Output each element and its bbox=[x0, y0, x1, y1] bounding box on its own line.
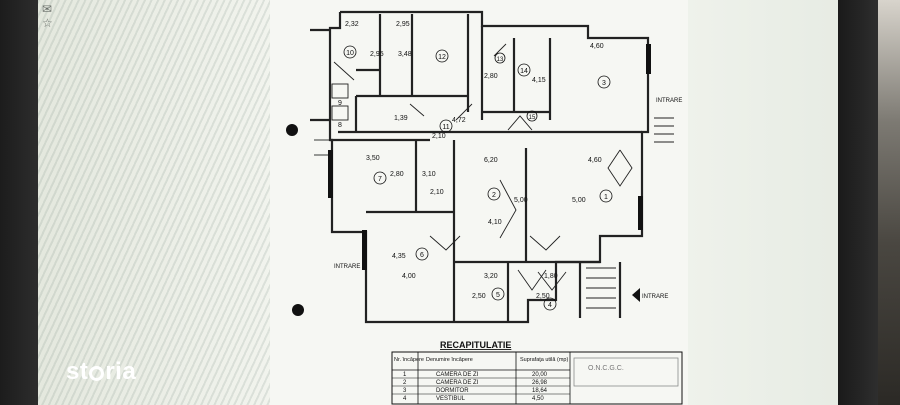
room-number: 8 bbox=[338, 122, 342, 129]
room-number: 2 bbox=[487, 187, 501, 201]
svg-text:14: 14 bbox=[520, 68, 528, 75]
svg-text:15: 15 bbox=[529, 115, 536, 121]
table-cell: VESTIBUL bbox=[436, 396, 466, 402]
room-number: 15 bbox=[526, 110, 538, 122]
room-number: 13 bbox=[494, 52, 506, 64]
table-cell: 26,98 bbox=[532, 380, 548, 386]
dim-label: 5,00 bbox=[572, 197, 586, 204]
svg-text:9: 9 bbox=[338, 100, 342, 107]
dim-label: 3,20 bbox=[484, 273, 498, 280]
dim-label: 6,20 bbox=[484, 157, 498, 164]
room-number: 12 bbox=[435, 49, 449, 63]
dim-label: 2,10 bbox=[432, 133, 446, 140]
window-left bbox=[328, 150, 333, 198]
dim-label: 2,80 bbox=[484, 73, 498, 80]
hole-punch-icon bbox=[292, 304, 304, 316]
star-icon: ☆ bbox=[42, 16, 53, 30]
plan-dimensions: 2,32 2,95 2,95 3,48 4,15 4,60 3,50 2,80 … bbox=[345, 21, 604, 300]
room-number: 6 bbox=[415, 247, 429, 261]
floor-plan-drawing: 2,32 2,95 2,95 3,48 4,15 4,60 3,50 2,80 … bbox=[286, 10, 683, 405]
table-cell: DORMITOR bbox=[436, 388, 469, 394]
dim-label: 2,10 bbox=[430, 189, 444, 196]
svg-text:2: 2 bbox=[492, 192, 496, 199]
room-numbers: 10 12 13 14 3 9 8 11 15 7 2 1 6 5 4 bbox=[338, 45, 613, 311]
screen-moire bbox=[38, 0, 298, 405]
table-cell: CAMERA DE ZI bbox=[436, 372, 479, 378]
svg-text:5: 5 bbox=[496, 292, 500, 299]
arrow-icon bbox=[632, 288, 640, 302]
table-cell: CAMERA DE ZI bbox=[436, 380, 479, 386]
recap-title: RECAPITULATIE bbox=[440, 340, 511, 350]
room-number: 5 bbox=[491, 287, 505, 301]
svg-text:11: 11 bbox=[442, 124, 449, 131]
background-room bbox=[878, 0, 900, 405]
table-cell: 18,64 bbox=[532, 388, 548, 394]
recap-table: Nr. încăpere Denumire încăpere Suprafaţa… bbox=[391, 351, 683, 405]
entrance-label-left: INTRARE bbox=[334, 264, 360, 270]
dim-label: 4,15 bbox=[532, 77, 546, 84]
table-cell: 2 bbox=[403, 380, 407, 386]
entrance-label-right: INTRARE bbox=[642, 294, 668, 300]
hole-punch-icon bbox=[286, 124, 298, 136]
table-cell: 4,50 bbox=[532, 396, 544, 402]
plan-walls bbox=[310, 10, 650, 324]
dim-label: 4,60 bbox=[590, 43, 604, 50]
window-lower-left bbox=[362, 230, 367, 270]
table-cell: 4 bbox=[403, 396, 407, 402]
dim-label: 2,50 bbox=[472, 293, 486, 300]
dim-label: 1,80 bbox=[544, 273, 558, 280]
dim-label: 4,60 bbox=[588, 157, 602, 164]
room-number: 10 bbox=[343, 45, 357, 59]
room-number: 9 bbox=[338, 100, 342, 107]
monitor-screen: ✉ ☆ bbox=[38, 0, 838, 405]
room-number: 4 bbox=[543, 297, 557, 311]
stamp-text: O.N.C.G.C. bbox=[588, 365, 624, 372]
window-right bbox=[638, 196, 643, 230]
dim-label: 5,00 bbox=[514, 197, 528, 204]
window-top-right bbox=[646, 44, 651, 74]
svg-text:4: 4 bbox=[548, 302, 552, 309]
room-number: 1 bbox=[599, 189, 613, 203]
svg-text:7: 7 bbox=[378, 176, 382, 183]
svg-text:8: 8 bbox=[338, 122, 342, 129]
dim-label: 4,35 bbox=[392, 253, 406, 260]
room-number: 3 bbox=[597, 75, 611, 89]
dim-label: 2,32 bbox=[345, 21, 359, 28]
svg-text:10: 10 bbox=[346, 50, 354, 57]
floor-plan-page: 2,32 2,95 2,95 3,48 4,15 4,60 3,50 2,80 … bbox=[270, 0, 688, 405]
monitor-bezel-left bbox=[0, 0, 40, 405]
room-number: 11 bbox=[439, 119, 453, 133]
dim-label: 4,72 bbox=[452, 117, 466, 124]
dim-label: 3,50 bbox=[366, 155, 380, 162]
plan-details bbox=[314, 43, 674, 309]
svg-text:1: 1 bbox=[604, 194, 608, 201]
dim-label: 3,10 bbox=[422, 171, 436, 178]
table-cell: 1 bbox=[403, 372, 407, 378]
stamp bbox=[573, 357, 679, 387]
room-number: 14 bbox=[517, 63, 531, 77]
svg-text:6: 6 bbox=[420, 252, 424, 259]
dim-label: 2,95 bbox=[396, 21, 410, 28]
room-number: 7 bbox=[373, 171, 387, 185]
dim-label: 3,48 bbox=[398, 51, 412, 58]
mail-icon: ✉ bbox=[42, 2, 53, 16]
table-cell: 20,00 bbox=[532, 372, 548, 378]
svg-text:3: 3 bbox=[602, 80, 606, 87]
svg-text:12: 12 bbox=[438, 54, 446, 61]
dim-label: 1,39 bbox=[394, 115, 408, 122]
dim-label: 2,95 bbox=[370, 51, 384, 58]
table-header: Suprafaţa utilă (mp) bbox=[520, 357, 568, 363]
dim-label: 4,10 bbox=[488, 219, 502, 226]
table-cell: 3 bbox=[403, 388, 407, 394]
entrance-label-top: INTRARE bbox=[656, 98, 682, 104]
table-header: Denumire încăpere bbox=[426, 357, 473, 363]
dim-label: 2,50 bbox=[536, 293, 550, 300]
dim-label: 2,80 bbox=[390, 171, 404, 178]
table-header: Nr. încăpere bbox=[394, 357, 424, 363]
dim-label: 4,00 bbox=[402, 273, 416, 280]
entrance-labels: INTRARE INTRARE INTRARE bbox=[334, 98, 682, 302]
svg-text:13: 13 bbox=[497, 57, 504, 63]
